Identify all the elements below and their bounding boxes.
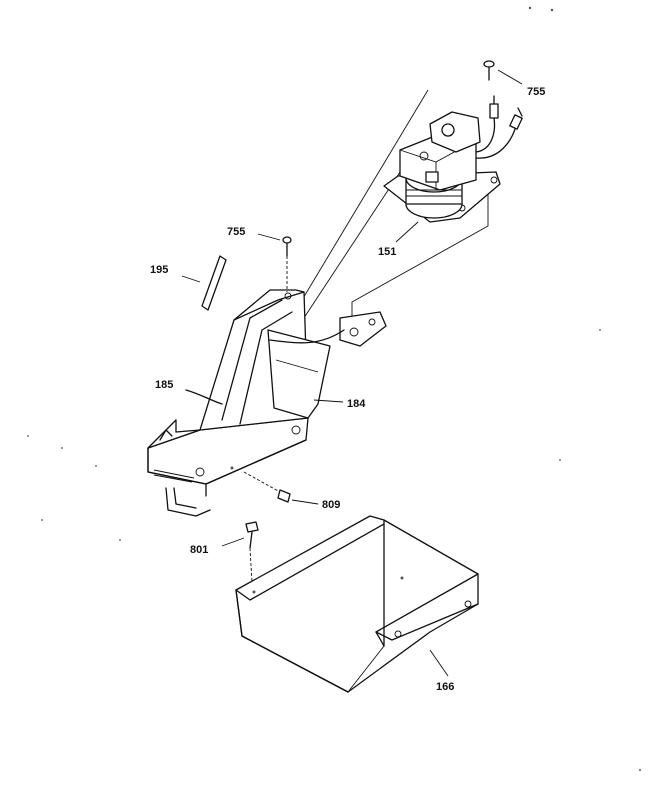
screw-755-middle: [257, 233, 292, 292]
label-755-middle: 755: [227, 226, 245, 238]
label-151: 151: [378, 246, 396, 258]
label-185: 185: [155, 379, 173, 391]
screw-809: [243, 471, 319, 505]
label-184: 184: [347, 398, 366, 410]
screw-801: [221, 521, 259, 583]
scan-speckles: [27, 6, 641, 771]
label-166: 166: [436, 681, 454, 693]
motor-assembly-151: [283, 89, 523, 331]
label-195: 195: [150, 264, 168, 276]
bracket-184: [147, 289, 387, 517]
tray-166: [235, 515, 479, 693]
label-809: 809: [322, 499, 340, 511]
label-801: 801: [190, 544, 208, 556]
screw-755-top: [483, 60, 523, 85]
rod-195: [181, 255, 227, 311]
spring-185: [185, 389, 223, 405]
label-755-top: 755: [527, 86, 545, 98]
